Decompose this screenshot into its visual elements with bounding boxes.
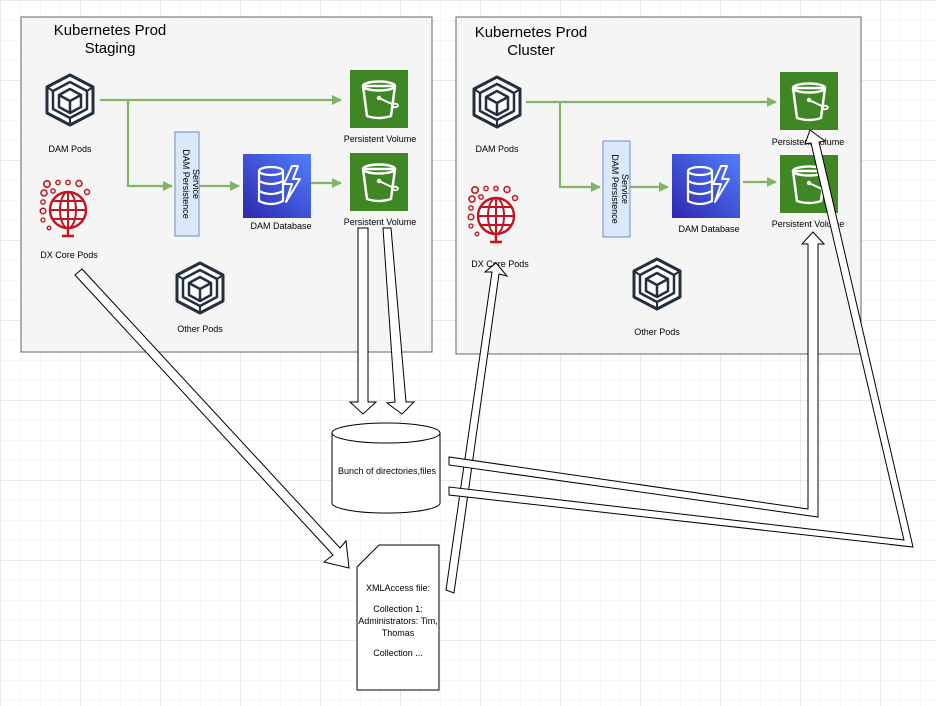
cluster-pv-top-s3-bucket-icon[interactable]: [778, 70, 840, 132]
staging-pv-top-label: Persistent Volume: [344, 134, 417, 144]
staging-database-icon[interactable]: [241, 152, 313, 220]
staging-dam-pods-icon[interactable]: [45, 73, 95, 127]
staging-persistence-service-box[interactable]: [174, 131, 200, 237]
storage-cylinder-top: [331, 422, 441, 444]
cluster-persistence-service-box[interactable]: [602, 140, 631, 238]
xml-doc-line3: Administrators: Tim,: [358, 616, 438, 626]
staging-connector-pods-to-service[interactable]: [126, 100, 173, 191]
staging-pv-bottom-label: Persistent Volume: [344, 217, 417, 227]
staging-dx-core-pods-label: DX Core Pods: [40, 250, 98, 260]
cluster-database-icon[interactable]: [670, 152, 742, 220]
xml-doc-line2: Collection 1:: [373, 604, 423, 614]
cluster-other-pods-icon[interactable]: [632, 257, 682, 311]
cluster-dam-pods-icon[interactable]: [472, 75, 522, 129]
staging-title-line1: Kubernetes Prod: [54, 22, 167, 39]
arrow-staging-pv-to-storage-secondary[interactable]: [382, 227, 416, 415]
staging-database-label: DAM Database: [250, 221, 311, 231]
staging-dam-pods-label: DAM Pods: [48, 144, 92, 154]
arrow-staging-pv-to-storage[interactable]: [348, 227, 378, 415]
staging-other-pods-label: Other Pods: [177, 324, 223, 334]
cluster-dx-core-pods-label: DX Core Pods: [471, 259, 529, 269]
cluster-connector-pods-to-service[interactable]: [558, 102, 601, 192]
staging-service-label-line2: Service: [191, 169, 201, 199]
cluster-title-line1: Kubernetes Prod: [475, 24, 588, 41]
staging-pv-bottom-s3-bucket-icon[interactable]: [348, 151, 410, 213]
xml-access-document[interactable]: [356, 544, 440, 691]
arrow-xml-doc-to-cluster-dx-core[interactable]: [445, 262, 509, 594]
cluster-dam-pods-label: DAM Pods: [475, 144, 519, 154]
cluster-service-label-line1: DAM Persistence: [610, 154, 620, 224]
staging-pv-top-s3-bucket-icon[interactable]: [348, 68, 410, 130]
arrow-dx-core-to-xml-doc[interactable]: [74, 268, 350, 569]
storage-label: Bunch of directories,files: [338, 466, 437, 476]
cluster-other-pods-label: Other Pods: [634, 327, 680, 337]
cluster-pv-bottom-label: Persistent Volume: [772, 219, 845, 229]
arrow-storage-to-cluster-pv-bottom[interactable]: [448, 231, 826, 518]
xml-doc-line1: XMLAccess file:: [366, 583, 430, 593]
cluster-service-label-line2: Service: [620, 174, 630, 204]
arrow-storage-to-cluster-pv-top[interactable]: [448, 129, 914, 548]
cluster-title-line2: Cluster: [507, 42, 555, 59]
staging-title-line2: Staging: [85, 40, 136, 57]
staging-service-label-line1: DAM Persistence: [181, 149, 191, 219]
xml-doc-line4: Thomas: [382, 628, 415, 638]
xml-doc-line5: Collection ...: [373, 648, 423, 658]
staging-other-pods-icon[interactable]: [175, 261, 225, 315]
cluster-database-label: DAM Database: [678, 224, 739, 234]
storage-cylinder[interactable]: [331, 433, 441, 514]
